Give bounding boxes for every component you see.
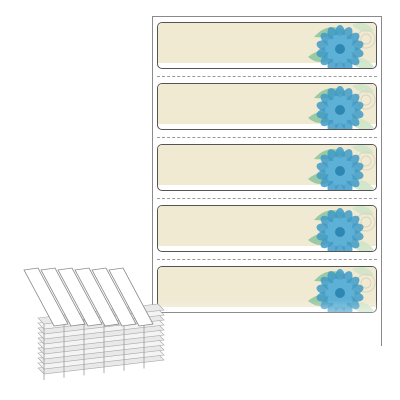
stack-strip [57,267,103,327]
perforation-line [157,259,377,260]
label-5 [157,266,377,313]
flower-icon [308,145,376,190]
flower-icon [308,267,376,312]
label-3 [157,144,377,191]
label-2 [157,83,377,130]
perforation-line [157,137,377,138]
label-sheet [152,16,382,346]
label-4 [157,205,377,252]
stack-strip [108,267,154,327]
stack-strip [40,267,86,327]
label-1 [157,22,377,69]
stack-strip [74,267,120,327]
perforation-line [157,76,377,77]
label-stack-icon [23,267,165,380]
stack-strip [23,267,69,327]
flower-icon [308,84,376,129]
stack-strip [91,267,137,327]
perforation-line [157,198,377,199]
flower-icon [308,206,376,251]
flower-icon [308,23,376,68]
